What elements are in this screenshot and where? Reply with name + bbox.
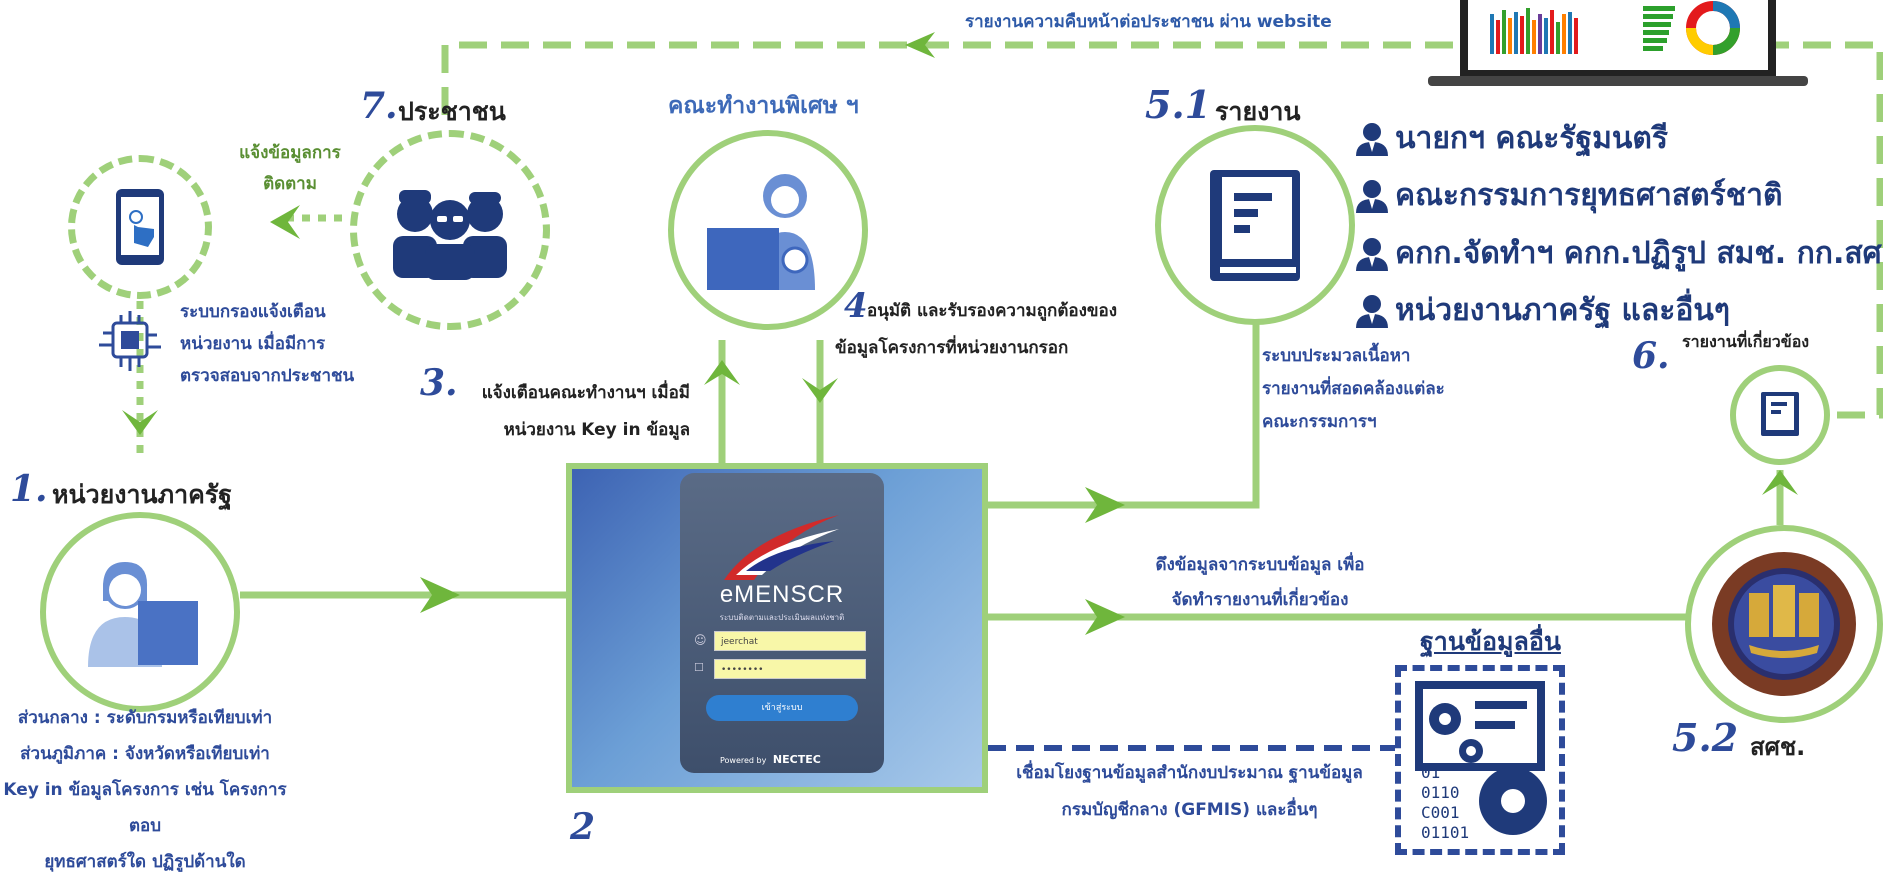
step4-number: 4 bbox=[844, 286, 868, 326]
nesdb-seal-icon bbox=[1712, 552, 1856, 696]
committee-3-label: คกก.จัดทำฯ คกก.ปฏิรูป สมช. กก.สศช. bbox=[1395, 236, 1883, 271]
person-icon bbox=[1356, 179, 1388, 213]
step4-text: อนุมัติ และรับรองความถูกต้องของ ข้อมูลโค… bbox=[835, 301, 1118, 358]
step7-number: 7. bbox=[360, 85, 398, 127]
step3-text: แจ้งเตือนคณะทำงานฯ เมื่อมี หน่วยงาน Key … bbox=[481, 383, 690, 440]
chevron-up-step6 bbox=[1762, 470, 1798, 495]
step6-circle bbox=[1730, 365, 1830, 465]
agency-label: หน่วยงานภาครัฐ bbox=[52, 480, 233, 509]
step2-number: 2 bbox=[570, 806, 596, 848]
agency-circle bbox=[40, 512, 240, 712]
special-wg-circle bbox=[668, 130, 868, 330]
brand-title: eMENSCR bbox=[719, 581, 845, 608]
chevron-right-nesdb bbox=[1085, 599, 1125, 635]
agency-desc: ส่วนกลาง : ระดับกรมหรือเทียบเท่า ส่วนภูม… bbox=[3, 708, 287, 872]
nectec-logo: NECTEC bbox=[772, 753, 821, 766]
people-label: ประชาชน bbox=[398, 97, 506, 126]
tablet-touch-icon bbox=[116, 189, 164, 265]
lock-icon: ☐ bbox=[694, 661, 704, 674]
powered-label: Powered by bbox=[720, 756, 767, 765]
chip-icon bbox=[99, 311, 161, 371]
committee-3: คกก.จัดทำฯ คกก.ปฏิรูป สมช. กก.สศช. bbox=[1355, 230, 1883, 277]
people-group-icon bbox=[393, 190, 507, 280]
user-icon: ☺ bbox=[694, 633, 707, 647]
step6-label: รายงานที่เกี่ยวข้อง bbox=[1682, 332, 1810, 351]
committee-1: นายกฯ คณะรัฐมนตรี bbox=[1355, 115, 1668, 162]
dashboard-laptop bbox=[1428, 0, 1808, 88]
committee-1-label: นายกฯ คณะรัฐมนตรี bbox=[1395, 121, 1668, 156]
person-icon bbox=[1356, 122, 1388, 156]
nesdb-circle bbox=[1685, 525, 1883, 723]
people-circle bbox=[350, 130, 550, 330]
password-field[interactable]: •••••••• bbox=[714, 659, 866, 679]
person-icon bbox=[1356, 294, 1388, 328]
filter-system-text: ระบบกรองแจ้งเตือน หน่วยงาน เมื่อมีการ ตร… bbox=[180, 302, 355, 386]
person-at-computer-icon bbox=[88, 562, 198, 667]
step6-number: 6. bbox=[1632, 335, 1670, 377]
book-icon bbox=[1210, 170, 1300, 281]
chevron-right-agency bbox=[420, 577, 460, 613]
tablet-circle bbox=[68, 155, 212, 299]
chevron-up-wg bbox=[704, 360, 740, 385]
person-icon bbox=[1356, 237, 1388, 271]
step51-number: 5.1 bbox=[1145, 82, 1212, 127]
chevron-down-wg bbox=[802, 378, 838, 403]
other-db-box: 01 0110 C001 01101 bbox=[1395, 665, 1565, 855]
top-dashed-line bbox=[441, 41, 1883, 419]
chevron-left-top bbox=[905, 32, 935, 58]
process-text: ระบบประมวลเนื้อหา รายงานที่สอดคล้องแต่ละ… bbox=[1262, 346, 1445, 432]
username-field[interactable]: jeerchat bbox=[714, 631, 866, 651]
committee-4-label: หน่วยงานภาครัฐ และอื่นๆ bbox=[1395, 293, 1730, 328]
step3-number: 3. bbox=[420, 362, 458, 404]
database-gear-icon bbox=[1415, 681, 1547, 835]
login-to-report-line bbox=[988, 320, 1260, 509]
emenscr-login-screen: eMENSCR ระบบติดตามและประเมินผลแห่งชาติ ☺… bbox=[566, 463, 988, 793]
binary-text: 01 0110 C001 01101 bbox=[1421, 763, 1470, 842]
db-link-text: เชื่อมโยงฐานข้อมูลสำนักงบประมาณ ฐานข้อมู… bbox=[1016, 763, 1363, 820]
pull-data-text: ดึงข้อมูลจากระบบข้อมูล เพื่อ จัดทำรายงาน… bbox=[1155, 555, 1365, 610]
brand-subtitle: ระบบติดตามและประเมินผลแห่งชาติ bbox=[719, 613, 845, 622]
document-icon bbox=[1761, 392, 1799, 436]
other-db-label: ฐานข้อมูลอื่น bbox=[1420, 627, 1561, 656]
notify-follow-text: แจ้งข้อมูลการ ติดตาม bbox=[239, 143, 341, 194]
report-circle bbox=[1155, 125, 1355, 325]
chevron-left-people bbox=[270, 205, 300, 239]
step52-number: 5.2 bbox=[1672, 715, 1739, 760]
top-caption: รายงานความคืบหน้าต่อประชาชน ผ่าน website bbox=[965, 12, 1332, 32]
special-wg-label: คณะทำงานพิเศษ ฯ bbox=[668, 93, 859, 119]
committee-2: คณะกรรมการยุทธศาสตร์ชาติ bbox=[1355, 172, 1782, 219]
committee-4: หน่วยงานภาครัฐ และอื่นๆ bbox=[1355, 287, 1730, 334]
committee-2-label: คณะกรรมการยุทธศาสตร์ชาติ bbox=[1395, 178, 1783, 213]
thai-flag-logo-icon bbox=[724, 515, 839, 580]
powered-by: Powered by NECTEC bbox=[720, 753, 821, 766]
login-button[interactable]: เข้าสู่ระบบ bbox=[706, 695, 858, 721]
login-card: eMENSCR ระบบติดตามและประเมินผลแห่งชาติ ☺… bbox=[680, 473, 884, 773]
person-with-laptop-icon bbox=[707, 174, 815, 290]
step1-number: 1. bbox=[10, 468, 48, 510]
chevron-down-agency bbox=[122, 410, 158, 435]
nesdb-label: สศช. bbox=[1750, 733, 1806, 761]
connector-lines bbox=[122, 32, 1883, 751]
report-label: รายงาน bbox=[1215, 97, 1301, 126]
chevron-right-report bbox=[1085, 487, 1125, 523]
